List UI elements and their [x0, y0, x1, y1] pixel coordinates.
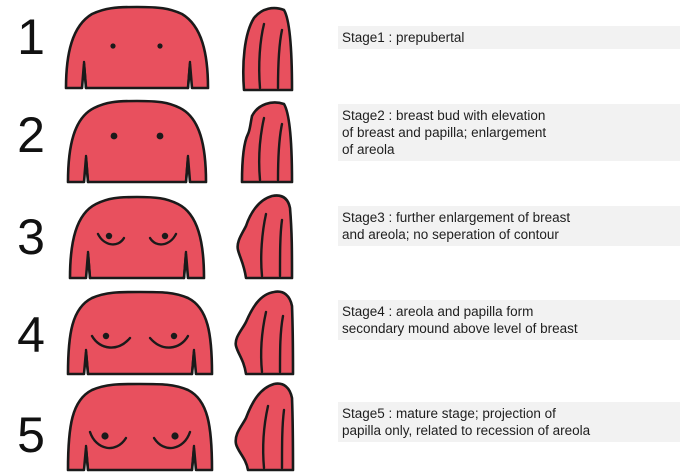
front-torso-figure: [60, 4, 215, 96]
front-torso-figure: [60, 288, 220, 380]
front-torso-figure: [60, 96, 215, 188]
stage-description: Stage2 : breast bud with elevation of br…: [338, 104, 680, 161]
front-torso-figure: [60, 192, 215, 284]
stage-description: Stage5 : mature stage; projection of pap…: [338, 402, 680, 442]
stage-number: 3: [8, 212, 54, 262]
stage-description: Stage1 : prepubertal: [338, 26, 680, 49]
stage-description: Stage4 : areola and papilla form seconda…: [338, 300, 680, 340]
stage-number: 1: [8, 12, 54, 62]
side-profile-figure: [230, 192, 300, 284]
stage-4: 4 Stage4 : areola and papilla form secon…: [0, 284, 681, 376]
front-torso-figure: [60, 380, 220, 473]
stage-number: 5: [8, 410, 54, 460]
stage-number: 4: [8, 310, 54, 360]
side-profile-figure: [230, 380, 300, 473]
stage-description: Stage3 : further enlargement of breast a…: [338, 206, 680, 246]
stage-3: 3 Stage3 : further enlargement of breast…: [0, 188, 681, 280]
stage-1: 1 Stage1 : prepubertal: [0, 0, 681, 92]
side-profile-figure: [230, 96, 300, 188]
side-profile-figure: [230, 288, 300, 380]
stage-2: 2 Stage2 : breast bud with elevation of …: [0, 92, 681, 184]
stage-5: 5 Stage5 : mature stage; projection of p…: [0, 378, 681, 471]
side-profile-figure: [230, 4, 300, 96]
stage-number: 2: [8, 110, 54, 160]
